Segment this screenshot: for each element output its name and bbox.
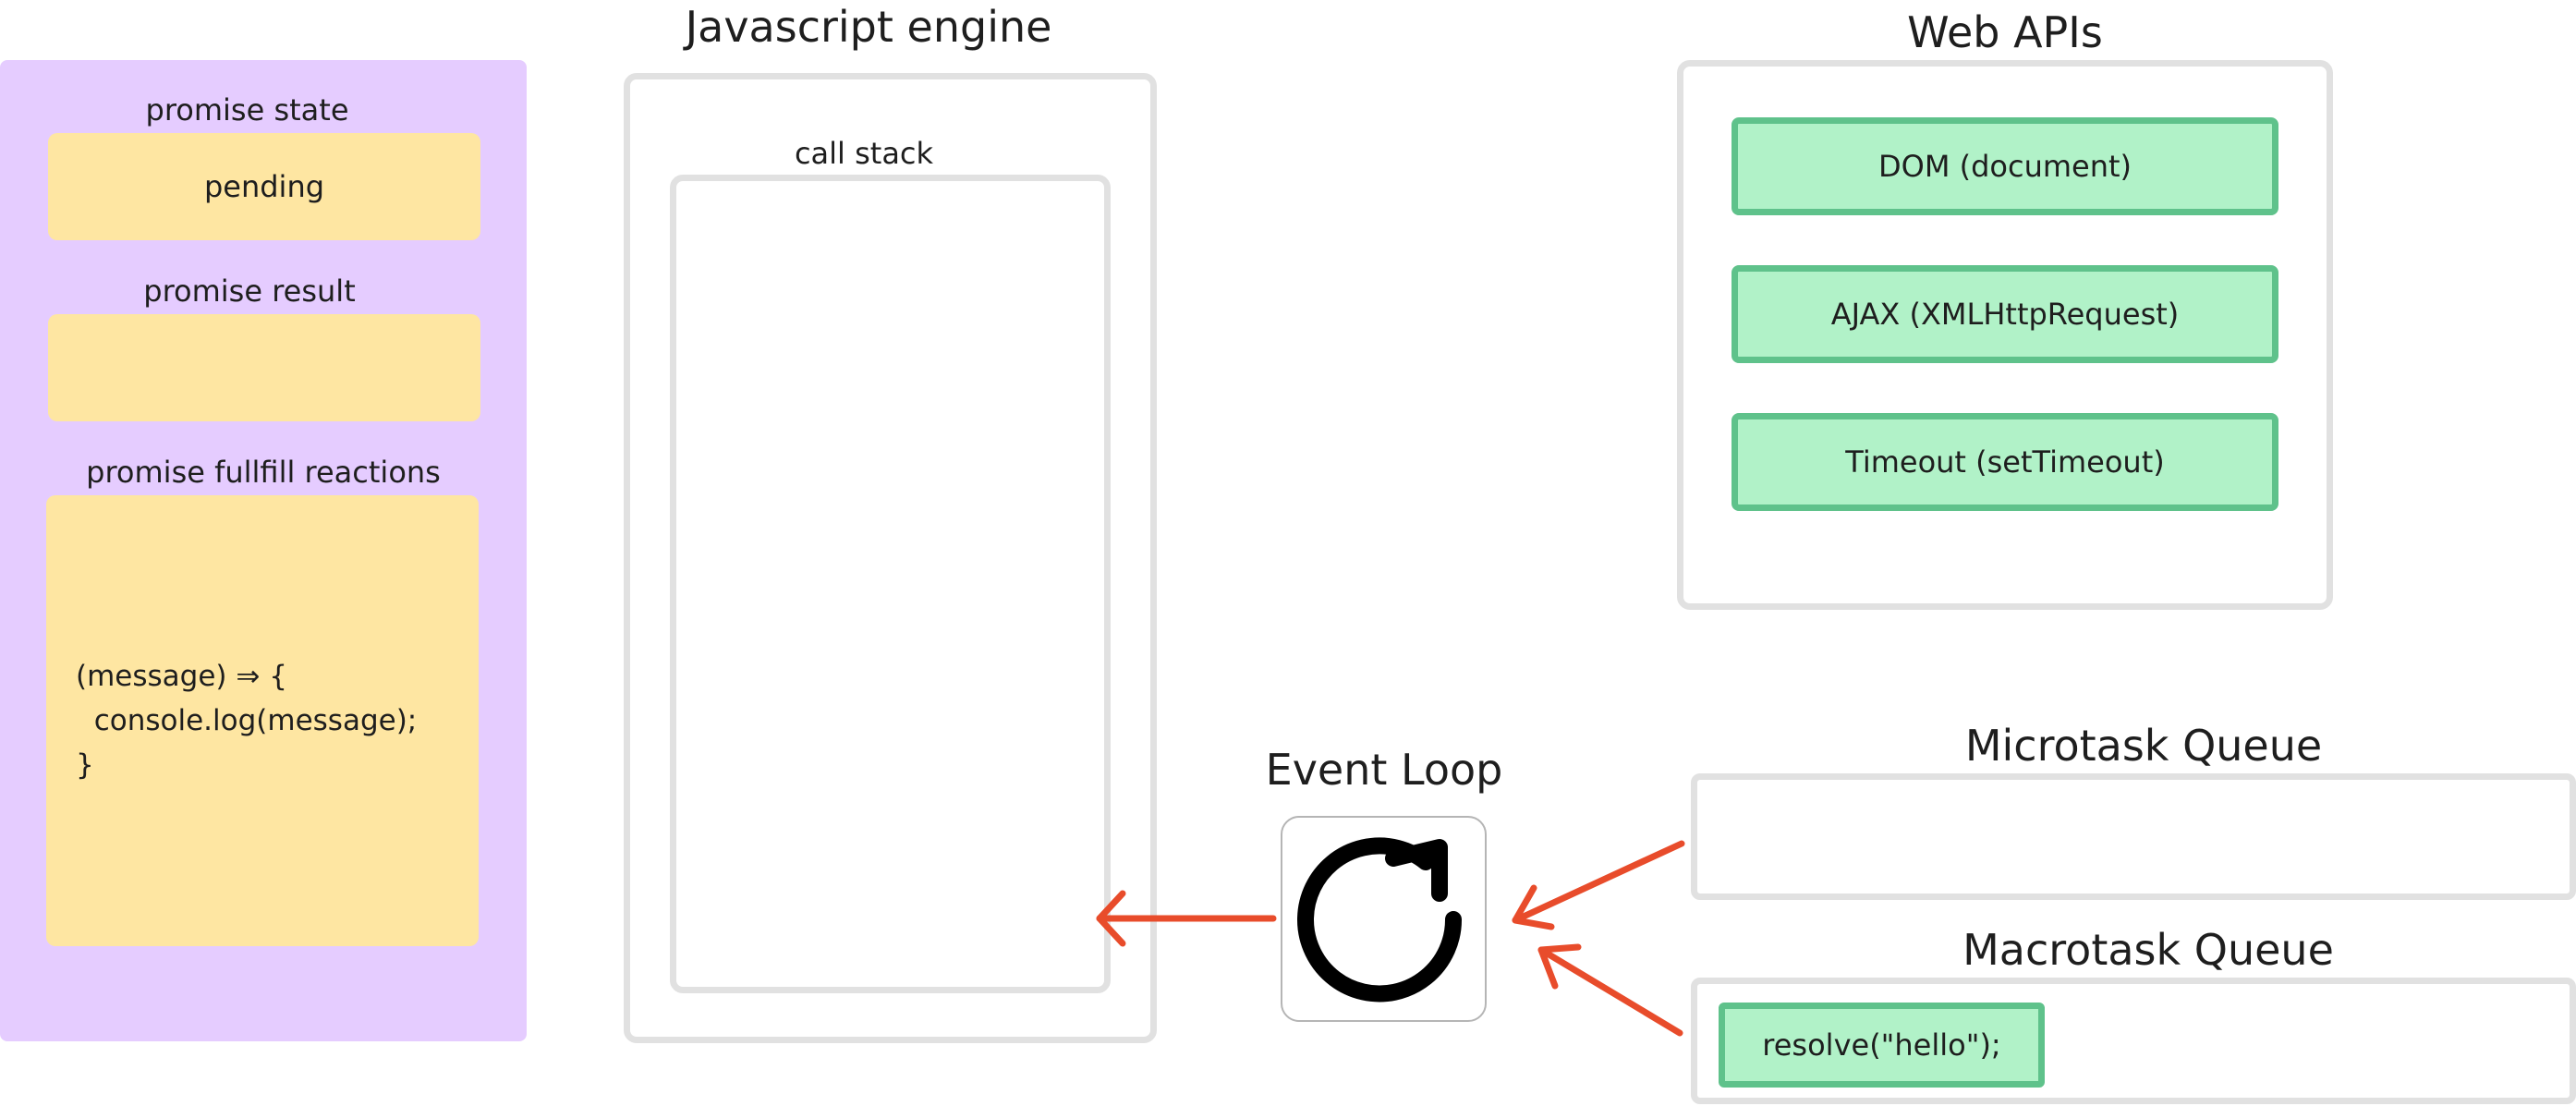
refresh-icon	[1297, 837, 1463, 1003]
web-api-ajax: AJAX (XMLHttpRequest)	[1732, 265, 2278, 363]
call-stack-label: call stack	[794, 136, 934, 171]
macrotask-queue-title: Macrotask Queue	[1962, 925, 2334, 975]
loop-to-stack-arrow	[1096, 890, 1277, 947]
event-loop-button	[1281, 816, 1487, 1022]
promise-state-label: promise state	[145, 92, 349, 128]
web-api-dom: DOM (document)	[1732, 117, 2278, 215]
promise-result-label: promise result	[143, 273, 356, 309]
call-stack	[670, 175, 1111, 993]
promise-reactions-label: promise fullfill reactions	[86, 455, 441, 490]
microtask-queue	[1691, 773, 2576, 900]
web-apis-title: Web APIs	[1907, 7, 2103, 57]
macrotask-item: resolve("hello");	[1719, 1003, 2045, 1088]
macrotask-to-loop-arrow	[1537, 943, 1683, 1037]
promise-reactions-box: (message) ⇒ { console.log(message); }	[46, 495, 479, 946]
web-api-timeout: Timeout (setTimeout)	[1732, 413, 2278, 511]
microtask-to-loop-arrow	[1512, 840, 1685, 930]
promise-result-box	[48, 314, 480, 421]
engine-title: Javascript engine	[685, 2, 1052, 52]
promise-state-box: pending	[48, 133, 480, 240]
microtask-queue-title: Microtask Queue	[1964, 721, 2323, 771]
event-loop-title: Event Loop	[1265, 745, 1503, 795]
